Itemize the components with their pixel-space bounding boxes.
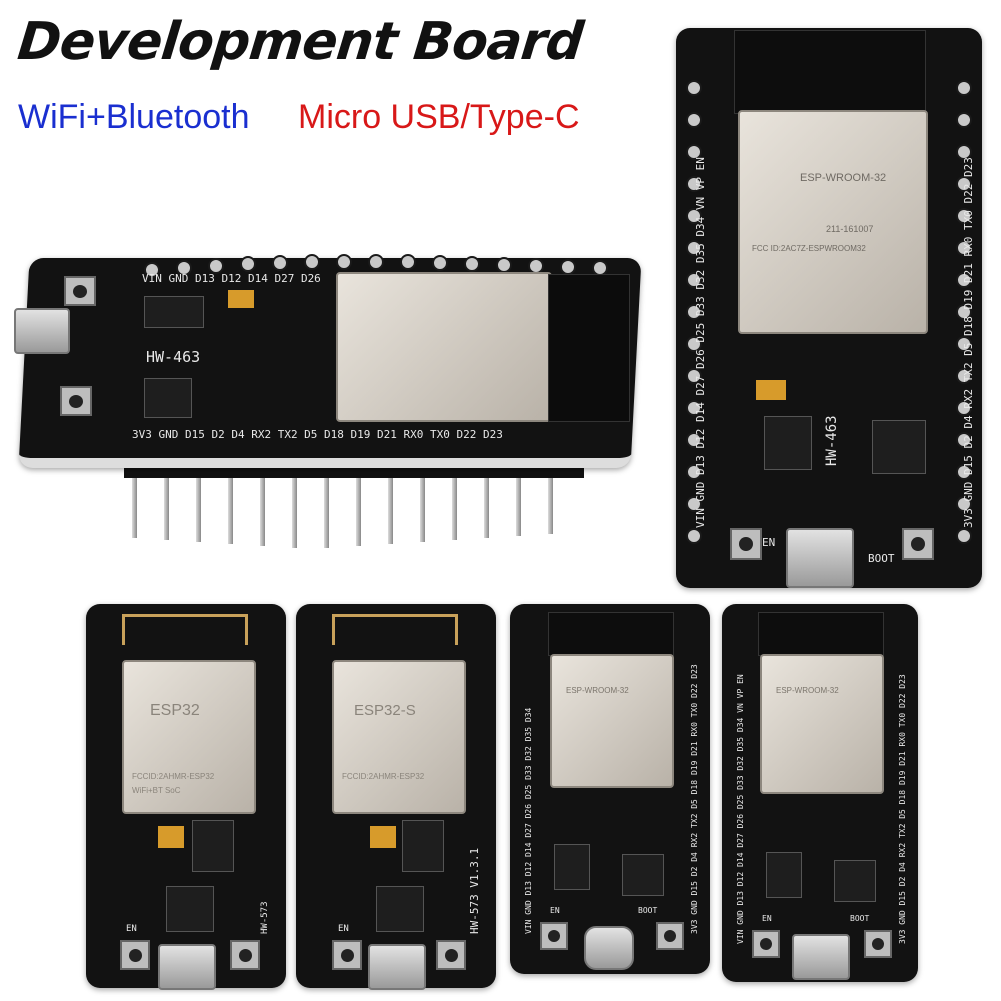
voltage-regulator — [402, 820, 444, 872]
pcb-antenna — [758, 612, 884, 656]
board-bottom-2: ESP32-S FCCID:2AHMR-ESP32 HW-573 V1.3.1 … — [296, 604, 496, 990]
micro-usb-port — [14, 308, 70, 354]
boot-label: BOOT — [850, 914, 870, 923]
en-label: EN — [126, 924, 137, 934]
right-pin-labels: 3V3 GND D15 D2 D4 RX2 TX2 D5 D18 D19 D21… — [690, 664, 699, 934]
module-name: ESP-WROOM-32 — [776, 686, 839, 695]
micro-usb-port — [786, 528, 854, 588]
usb-uart-chip — [834, 860, 876, 902]
wifi-bluetooth-label: WiFi+Bluetooth — [18, 98, 250, 136]
boot-label: BOOT — [638, 906, 658, 915]
bottom-pin-labels: 3V3 GND D15 D2 D4 RX2 TX2 D5 D18 D19 D21… — [132, 428, 503, 441]
en-button — [540, 922, 568, 950]
board-model-label: HW-463 — [824, 415, 840, 466]
pcb-antenna — [548, 274, 630, 422]
board-model-label: HW-463 — [146, 348, 201, 366]
en-button — [332, 940, 362, 970]
tantalum-capacitor — [756, 380, 786, 400]
boot-button — [864, 930, 892, 958]
module-name: ESP32-S — [354, 702, 416, 719]
esp-wroom-32-module: ESP-WROOM-32 — [760, 654, 884, 794]
left-pin-labels: VIN GND D13 D12 D14 D27 D26 D25 D33 D32 … — [736, 674, 745, 944]
micro-usb-port — [792, 934, 850, 980]
en-button — [64, 276, 96, 306]
micro-usb-port — [368, 944, 426, 990]
board-bottom-3: ESP-WROOM-32 VIN GND D13 D12 D14 D27 D26… — [510, 604, 710, 974]
pcb-antenna — [734, 30, 926, 114]
tantalum-capacitor — [370, 826, 396, 848]
esp32-module: ESP32 FCCID:2AHMR-ESP32 WiFi+BT SoC — [122, 660, 256, 814]
voltage-regulator — [766, 852, 802, 898]
board-model-label: HW-573 V1.3.1 — [468, 847, 481, 934]
module-note: WiFi+BT SoC — [132, 786, 181, 795]
esp32-module — [336, 272, 552, 422]
board-top-right: ESP-WROOM-32 211-161007 FCC ID:2AC7Z-ESP… — [676, 28, 982, 588]
module-fcc: FCC ID:2AC7Z-ESPWROOM32 — [752, 244, 866, 253]
boot-button — [902, 528, 934, 560]
esp-wroom-32-module: ESP-WROOM-32 — [550, 654, 674, 788]
usb-type-label: Micro USB/Type-C — [298, 98, 580, 136]
en-label: EN — [338, 924, 349, 934]
board-model-label: HW-573 — [260, 901, 270, 934]
module-name: ESP-WROOM-32 — [566, 686, 629, 695]
esp-wroom-32-module: ESP-WROOM-32 211-161007 FCC ID:2AC7Z-ESP… — [738, 110, 928, 334]
micro-usb-port — [158, 944, 216, 990]
boot-button — [656, 922, 684, 950]
top-pin-labels: VIN GND D13 D12 D14 D27 D26 — [142, 272, 321, 285]
right-pin-labels: 3V3 GND D15 D2 D4 RX2 TX2 D5 D18 D19 D21… — [898, 674, 907, 944]
usb-uart-chip — [144, 378, 192, 418]
usb-uart-chip — [872, 420, 926, 474]
boot-label: BOOT — [868, 552, 895, 565]
module-name: ESP32 — [150, 702, 200, 719]
module-cert: 211-161007 — [826, 224, 874, 234]
meander-antenna — [122, 614, 248, 645]
board-bottom-4: ESP-WROOM-32 VIN GND D13 D12 D14 D27 D26… — [722, 604, 918, 982]
en-label: EN — [762, 536, 776, 549]
boot-button — [436, 940, 466, 970]
board-top-left: VIN GND D13 D12 D14 D27 D26 EN HW-463 3V… — [14, 248, 664, 548]
boot-button — [230, 940, 260, 970]
en-label: EN — [550, 906, 560, 915]
esp32-module: ESP32-S FCCID:2AHMR-ESP32 — [332, 660, 466, 814]
right-pin-labels: 3V3 GND D15 D2 D4 RX2 TX2 D5 D18 D19 D21… — [962, 157, 975, 528]
left-pin-labels: VIN GND D13 D12 D14 D27 D26 D25 D33 D32 … — [694, 157, 707, 528]
usb-uart-chip — [622, 854, 664, 896]
left-pin-labels: VIN GND D13 D12 D14 D27 D26 D25 D33 D32 … — [524, 707, 533, 934]
board-bottom-1: ESP32 FCCID:2AHMR-ESP32 WiFi+BT SoC HW-5… — [86, 604, 286, 990]
usb-uart-chip — [166, 886, 214, 932]
en-button — [752, 930, 780, 958]
tantalum-capacitor — [228, 290, 254, 308]
meander-antenna — [332, 614, 458, 645]
en-button — [730, 528, 762, 560]
module-fcc: FCCID:2AHMR-ESP32 — [132, 772, 215, 781]
usb-uart-chip — [376, 886, 424, 932]
boot-button — [60, 386, 92, 416]
voltage-regulator — [144, 296, 204, 328]
pcb-antenna — [548, 612, 674, 656]
voltage-regulator — [764, 416, 812, 470]
voltage-regulator — [192, 820, 234, 872]
tantalum-capacitor — [158, 826, 184, 848]
voltage-regulator — [554, 844, 590, 890]
product-title: Development Board — [14, 12, 586, 72]
en-label: EN — [762, 914, 772, 923]
module-fcc: FCCID:2AHMR-ESP32 — [342, 772, 425, 781]
module-name: ESP-WROOM-32 — [800, 172, 887, 184]
type-c-port — [584, 926, 634, 970]
en-button — [120, 940, 150, 970]
